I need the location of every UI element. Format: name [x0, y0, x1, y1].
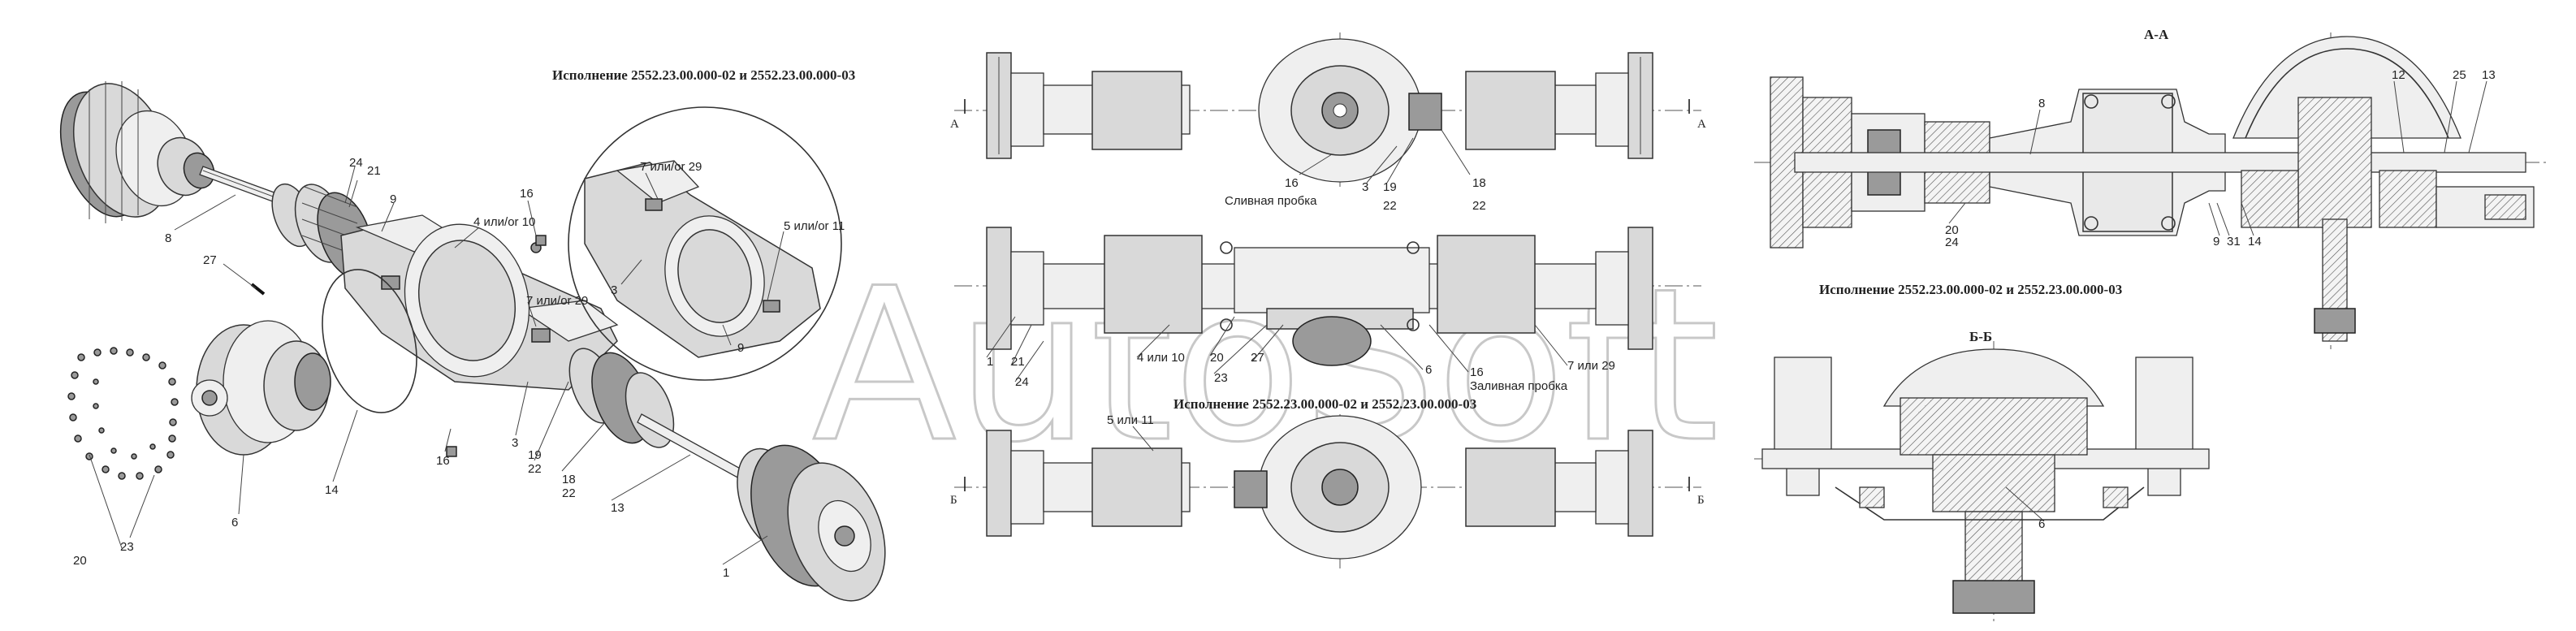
section-mark-b-right: Б: [1688, 477, 1705, 507]
svg-text:Б: Б: [950, 494, 957, 507]
label-9: 9: [390, 192, 396, 206]
top-label-16: 16: [1285, 176, 1299, 190]
top-label-22-left: 22: [1383, 199, 1397, 213]
variant-detail-circle: 7 или/or 29 5 или/or 11 3 9: [568, 106, 845, 381]
label-20: 20: [73, 554, 87, 568]
mid-label-23: 23: [1214, 371, 1228, 385]
section-aa-view: 8 12 25 13 9 31 14 20 24: [1754, 32, 2550, 349]
label-1: 1: [723, 566, 729, 580]
aa-label-20: 20: [1945, 223, 1959, 237]
label-22-left: 22: [528, 462, 542, 476]
label-22-right: 22: [562, 486, 576, 500]
bolt-set: [67, 347, 179, 480]
variant-title-right: Исполнение 2552.23.00.000-02 и 2552.23.0…: [1819, 282, 2122, 297]
plug-top: [535, 235, 547, 246]
top-label-3: 3: [1362, 180, 1368, 194]
hub-left: [59, 81, 215, 223]
ortho-view-bottom: Б Б 5 или 11: [950, 413, 1705, 568]
hub-right: [737, 444, 886, 602]
label-18: 18: [562, 473, 576, 486]
circle-label-9: 9: [737, 341, 744, 355]
aa-label-14: 14: [2248, 235, 2262, 249]
section-mark-b-left: Б: [950, 477, 966, 507]
variant-title-bottom: Исполнение 2552.23.00.000-02 и 2552.23.0…: [1173, 396, 1476, 412]
label-16-top: 16: [520, 187, 534, 201]
mid-label-4-or-10: 4 или 10: [1137, 351, 1185, 365]
fill-plug-label: Заливная пробка: [1470, 379, 1568, 393]
section-mark-a-right: А: [1688, 99, 1706, 131]
label-4-or-10: 4 или/or 10: [473, 215, 535, 229]
circle-label-3: 3: [611, 283, 617, 297]
aa-label-8: 8: [2038, 97, 2045, 110]
aa-label-12: 12: [2392, 68, 2405, 82]
plug-bottom: [446, 446, 457, 457]
aa-label-13: 13: [2482, 68, 2496, 82]
mid-label-24: 24: [1015, 375, 1029, 389]
gasket-ring: [322, 269, 417, 413]
mid-label-16: 16: [1470, 365, 1484, 379]
svg-text:А: А: [1697, 118, 1706, 131]
exploded-view: 8 24 21 9 4 или/or 10 16 7 или/or 29 27 …: [59, 81, 886, 602]
top-label-19: 19: [1383, 180, 1397, 194]
label-16-bottom: 16: [436, 454, 450, 468]
drain-plug-label: Сливная пробка: [1225, 194, 1317, 208]
label-8: 8: [165, 231, 171, 245]
mid-label-21: 21: [1011, 355, 1025, 369]
aa-label-24: 24: [1945, 236, 1959, 249]
label-24: 24: [349, 156, 363, 170]
ortho-view-top: А А 16 Сливная пробка 3 19 22 18 22: [950, 32, 1706, 213]
label-3: 3: [512, 436, 518, 450]
section-mark-a-left: А: [950, 99, 966, 131]
label-13: 13: [611, 501, 625, 515]
aa-label-9: 9: [2213, 235, 2219, 249]
label-14: 14: [325, 483, 339, 497]
top-label-18: 18: [1472, 176, 1486, 190]
mid-label-7-or-29: 7 или 29: [1567, 359, 1615, 373]
bot-label-5-or-11: 5 или 11: [1107, 413, 1154, 427]
aa-label-25: 25: [2453, 68, 2466, 82]
mid-label-6: 6: [1425, 363, 1432, 377]
differential-unit: [191, 320, 331, 456]
label-27: 27: [203, 253, 217, 267]
circle-label-7-or-29: 7 или/or 29: [640, 160, 702, 174]
label-19: 19: [528, 448, 542, 462]
mid-label-1: 1: [987, 355, 993, 369]
label-7-or-29: 7 или/or 29: [526, 294, 588, 308]
section-bb-title: Б-Б: [1969, 329, 1992, 344]
top-label-22-right: 22: [1472, 199, 1486, 213]
variant-title-top: Исполнение 2552.23.00.000-02 и 2552.23.0…: [552, 67, 855, 83]
section-aa-title: А-А: [2144, 27, 2169, 42]
svg-text:Б: Б: [1697, 494, 1705, 507]
mid-label-27: 27: [1251, 351, 1264, 365]
label-21: 21: [367, 164, 381, 178]
mid-label-20: 20: [1210, 351, 1224, 365]
pin-27: [250, 283, 266, 296]
bb-label-6: 6: [2038, 517, 2045, 531]
section-bb-view: 6: [1754, 341, 2210, 625]
axle-housing: [340, 214, 619, 391]
aa-label-31: 31: [2227, 235, 2241, 249]
label-23: 23: [120, 540, 134, 554]
label-6: 6: [231, 516, 238, 529]
circle-label-5-or-11: 5 или/or 11: [784, 219, 845, 233]
svg-text:А: А: [950, 118, 959, 131]
ortho-view-middle: 1 21 24 4 или 10 20 23 27 6 16 Заливная …: [954, 227, 1701, 393]
